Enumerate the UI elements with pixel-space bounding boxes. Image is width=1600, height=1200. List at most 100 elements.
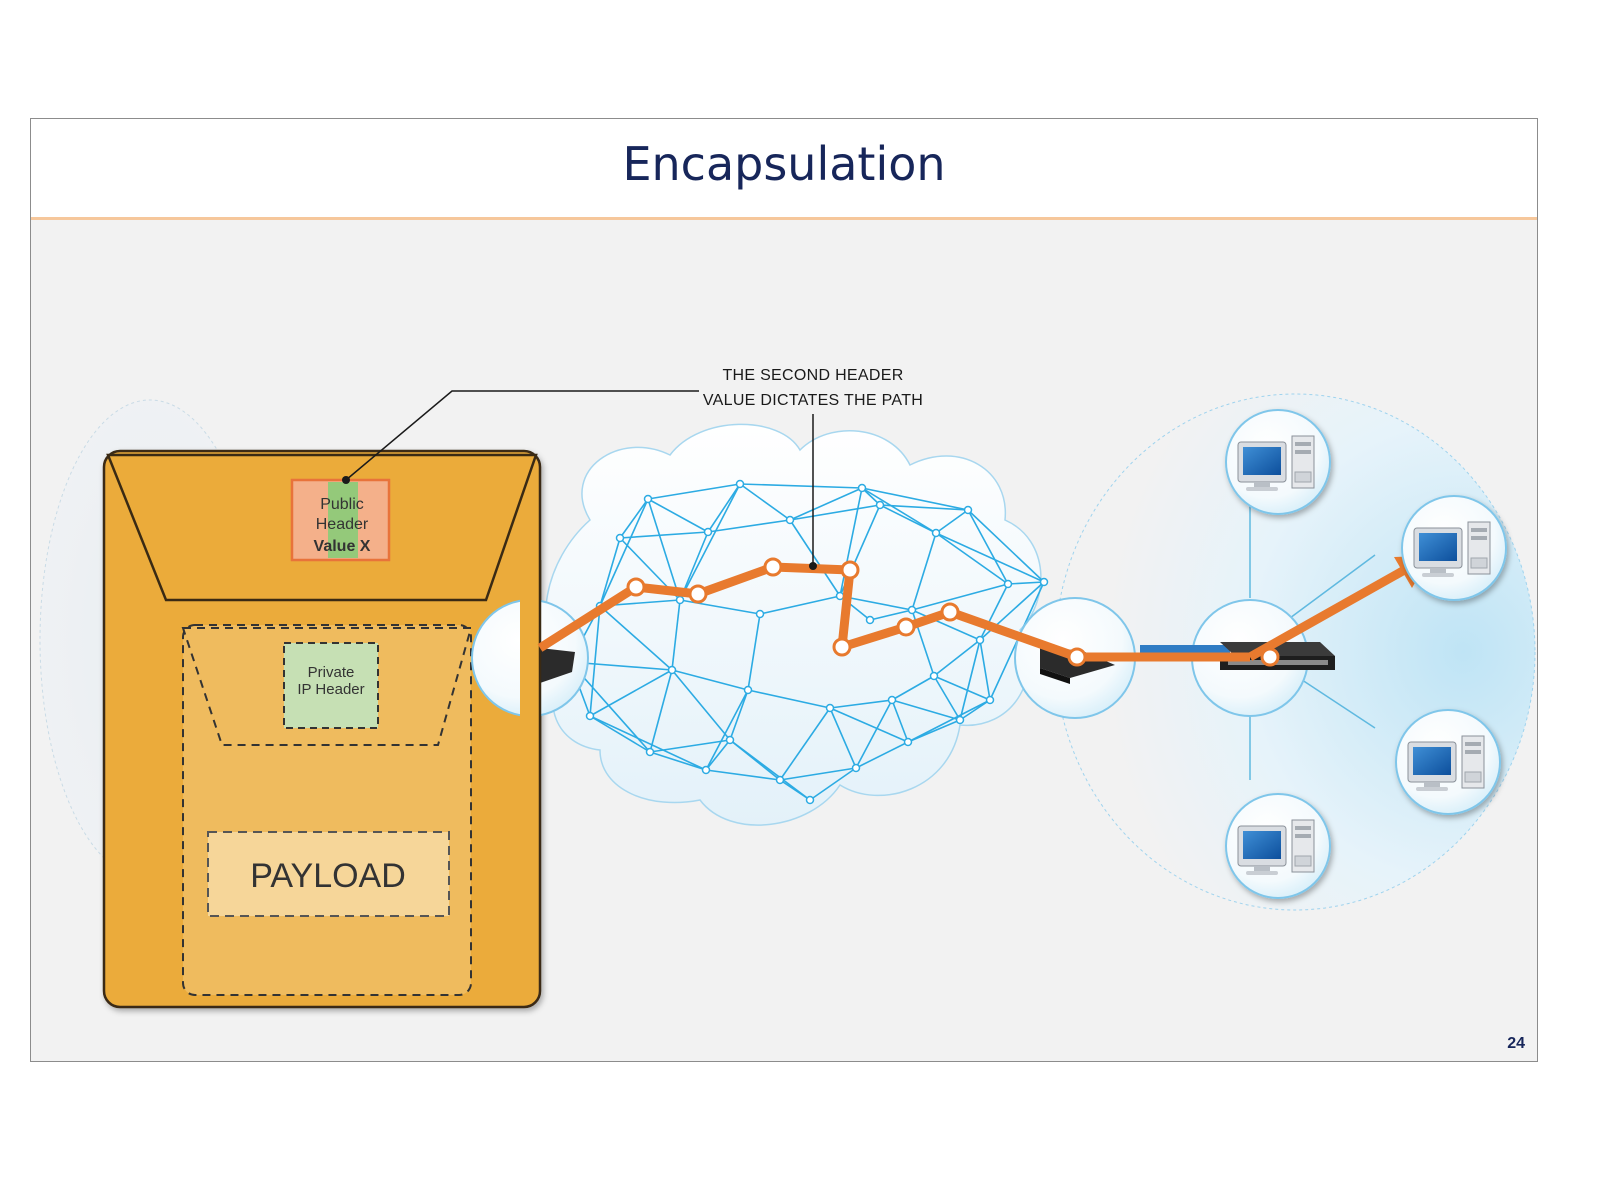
mesh-link <box>933 675 991 701</box>
mesh-link <box>649 739 731 753</box>
mesh-link <box>647 483 741 500</box>
mesh-link <box>891 699 909 743</box>
mesh-link <box>959 639 981 721</box>
computer-icon <box>1401 495 1507 601</box>
mesh-link <box>789 504 881 521</box>
mesh-node <box>887 695 897 705</box>
path-hop <box>1260 647 1280 667</box>
path-hop <box>1067 647 1087 667</box>
mesh-link <box>739 483 863 489</box>
mesh-link <box>839 595 913 611</box>
private-header-box: Private IP Header <box>283 642 379 729</box>
mesh-link <box>747 613 761 691</box>
mesh-link <box>589 715 651 753</box>
mesh-node <box>703 527 713 537</box>
slide-number: 24 <box>1507 1035 1525 1052</box>
mesh-node <box>929 671 939 681</box>
mesh-link <box>911 583 1009 611</box>
mesh-node <box>1039 577 1049 587</box>
mesh-node <box>755 609 765 619</box>
mesh-link <box>967 509 1045 583</box>
mesh-link <box>829 699 893 709</box>
computers <box>1225 409 1507 899</box>
mesh-link <box>707 483 741 533</box>
mesh-link <box>907 699 991 743</box>
mesh-link <box>739 483 791 521</box>
mesh-node <box>735 479 745 489</box>
mesh-link <box>599 498 649 607</box>
mesh-node <box>1003 579 1013 589</box>
mesh-link <box>1007 581 1045 585</box>
mesh-link <box>647 498 681 601</box>
mesh-link <box>789 487 863 521</box>
mesh-node <box>903 737 913 747</box>
mesh-link <box>911 609 981 641</box>
mesh-link <box>789 519 841 597</box>
mesh-node <box>825 703 835 713</box>
mesh-link <box>589 669 673 717</box>
mesh-link <box>729 739 811 801</box>
callout: THE SECOND HEADER VALUE DICTATES THE PAT… <box>342 367 923 570</box>
mesh-link <box>891 699 961 721</box>
mesh-link <box>879 504 937 534</box>
mesh-link <box>779 767 857 781</box>
mesh-node <box>975 635 985 645</box>
mesh-link <box>599 537 621 607</box>
mesh-node <box>805 795 815 805</box>
path-hop <box>940 602 960 622</box>
mesh-link <box>671 599 681 671</box>
mesh-node <box>775 775 785 785</box>
mesh-link <box>979 639 991 701</box>
public-header-line2: Header <box>316 516 369 533</box>
mesh-node <box>785 515 795 525</box>
public-header-box: Public Header Value X <box>290 478 391 562</box>
mesh-link <box>855 699 893 769</box>
mesh-link <box>619 498 649 539</box>
mesh-node <box>875 500 885 510</box>
mesh-node <box>675 595 685 605</box>
mesh-link <box>907 719 961 743</box>
public-header-value: Value X <box>314 538 371 555</box>
title-bar: Encapsulation <box>31 119 1537 220</box>
mesh-node <box>643 494 653 504</box>
public-header-line1: Public <box>320 496 364 513</box>
mesh-link <box>599 605 673 671</box>
payload-label: PAYLOAD <box>250 857 406 895</box>
path-hop <box>896 617 916 637</box>
path-hops <box>626 557 1280 667</box>
mesh-node <box>955 715 965 725</box>
callout-line2: VALUE DICTATES THE PATH <box>703 392 923 409</box>
mesh-link <box>809 767 857 801</box>
mesh-node <box>725 735 735 745</box>
slide-title: Encapsulation <box>622 137 946 191</box>
mesh-node <box>931 528 941 538</box>
mesh-link <box>589 605 601 717</box>
mesh-link <box>671 669 749 691</box>
mesh-link <box>649 751 707 771</box>
mesh-node <box>701 765 711 775</box>
mesh-node <box>865 615 875 625</box>
mesh-link <box>869 609 913 621</box>
mesh-link <box>879 504 969 511</box>
path-hop <box>832 637 852 657</box>
path-hop <box>688 584 708 604</box>
mesh-link <box>707 519 791 533</box>
private-header-line1: Private <box>308 664 355 681</box>
mesh-link <box>679 599 761 615</box>
mesh-link <box>933 639 981 677</box>
payload-box: PAYLOAD <box>207 831 450 917</box>
mesh-link <box>935 532 1009 585</box>
mesh-node <box>667 665 677 675</box>
mesh-link <box>829 707 857 769</box>
mesh-link <box>705 689 749 771</box>
mesh-link <box>779 707 831 781</box>
mesh-node <box>585 711 595 721</box>
mesh-link <box>861 487 969 511</box>
mesh-node <box>985 695 995 705</box>
computer-icon <box>1395 709 1501 815</box>
mesh-link <box>979 583 1009 641</box>
mesh-link <box>649 669 673 753</box>
mesh-node <box>857 483 867 493</box>
mesh-node <box>851 763 861 773</box>
mesh-link <box>829 707 909 743</box>
